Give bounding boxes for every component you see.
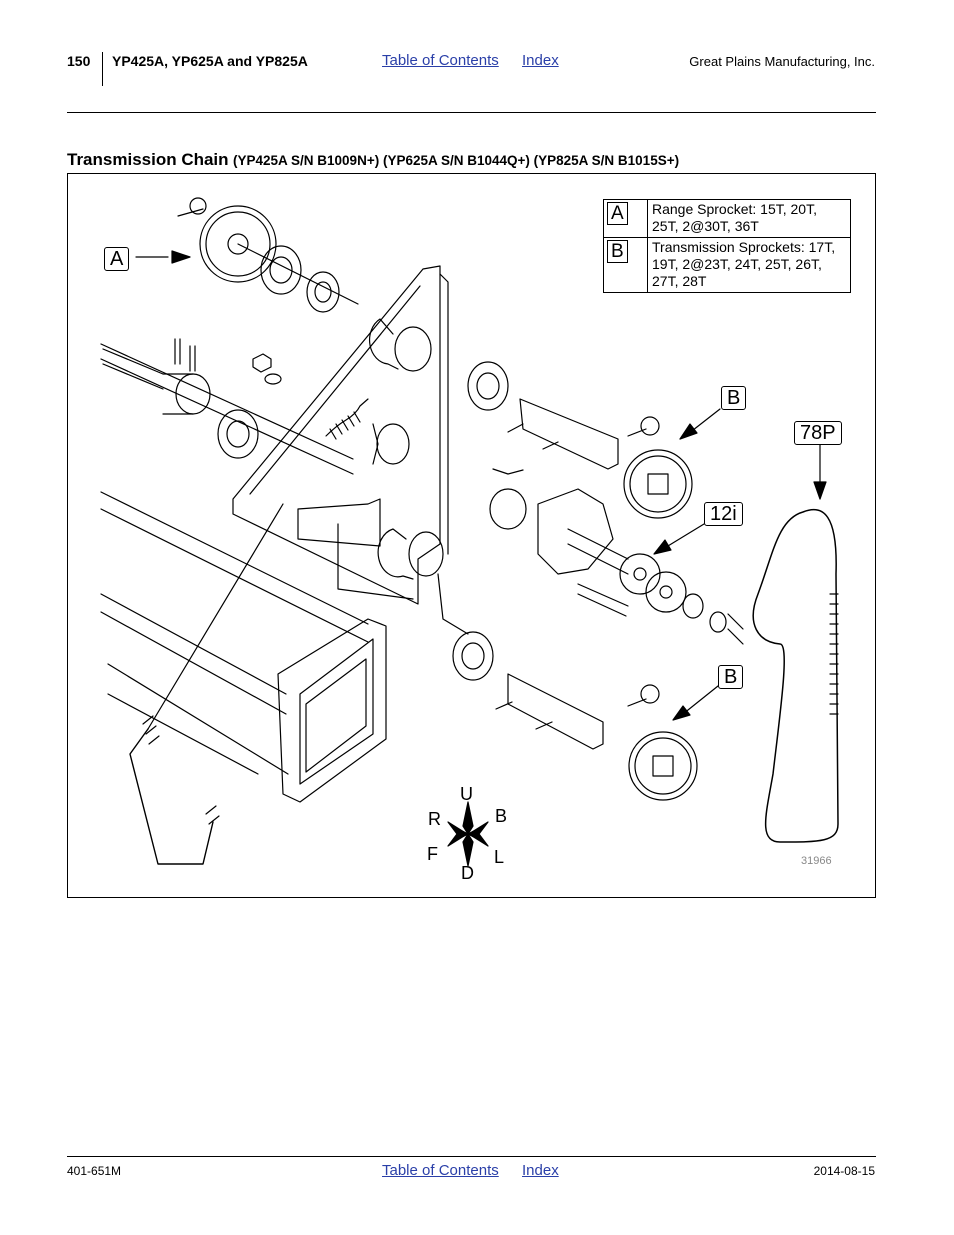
section-title-serials: (YP425A S/N B1009N+) (YP625A S/N B1044Q+… <box>233 153 680 168</box>
section-title: Transmission Chain (YP425A S/N B1009N+) … <box>67 150 679 170</box>
legend-row: A Range Sprocket: 15T, 20T, 25T, 2@30T, … <box>603 199 851 238</box>
page-number: 150 <box>67 53 91 69</box>
footer-index-link[interactable]: Index <box>522 1162 559 1179</box>
exploded-view-drawing <box>100 197 839 867</box>
compass-up: U <box>460 784 473 804</box>
legend-row: B Transmission Sprockets: 17T, 19T, 2@23… <box>603 237 851 293</box>
compass-left: L <box>494 847 505 867</box>
document-number: 401-651M <box>67 1164 122 1178</box>
publish-date: 2014-08-15 <box>813 1164 875 1178</box>
compass-front: F <box>427 844 438 864</box>
footer-toc-link[interactable]: Table of Contents <box>382 1162 499 1179</box>
range-sprocket-a <box>177 197 359 313</box>
header-divider <box>102 52 103 86</box>
callout-a: A <box>104 247 130 271</box>
transmission-sprocket-lower-b <box>627 684 698 801</box>
footer-rule <box>67 1156 876 1157</box>
callout-12i: 12i <box>704 502 743 526</box>
compass-right: R <box>428 809 441 829</box>
transmission-chain-78p <box>752 508 839 843</box>
header-rule <box>67 112 876 113</box>
section-title-main: Transmission Chain <box>67 150 229 169</box>
model-title: YP425A, YP625A and YP825A <box>112 53 308 69</box>
legend-desc-b: Transmission Sprockets: 17T, 19T, 2@23T,… <box>647 237 851 293</box>
legend-key-b: B <box>607 240 628 263</box>
transmission-sprocket-upper-b <box>623 416 693 519</box>
direction-compass-icon <box>447 801 489 867</box>
callout-b-lower: B <box>718 665 744 689</box>
figure-number: 31966 <box>801 855 832 867</box>
callout-78p: 78P <box>794 421 842 445</box>
compass-down: D <box>461 863 474 883</box>
header-index-link[interactable]: Index <box>522 52 559 69</box>
callout-b-upper: B <box>721 386 747 410</box>
parts-figure: A Range Sprocket: 15T, 20T, 25T, 2@30T, … <box>67 173 876 898</box>
legend-desc-a: Range Sprocket: 15T, 20T, 25T, 2@30T, 36… <box>647 199 851 238</box>
header-toc-link[interactable]: Table of Contents <box>382 52 499 69</box>
compass-back: B <box>495 806 508 826</box>
company-name: Great Plains Manufacturing, Inc. <box>689 54 875 69</box>
legend-table: A Range Sprocket: 15T, 20T, 25T, 2@30T, … <box>603 199 851 293</box>
legend-key-a: A <box>607 202 628 225</box>
